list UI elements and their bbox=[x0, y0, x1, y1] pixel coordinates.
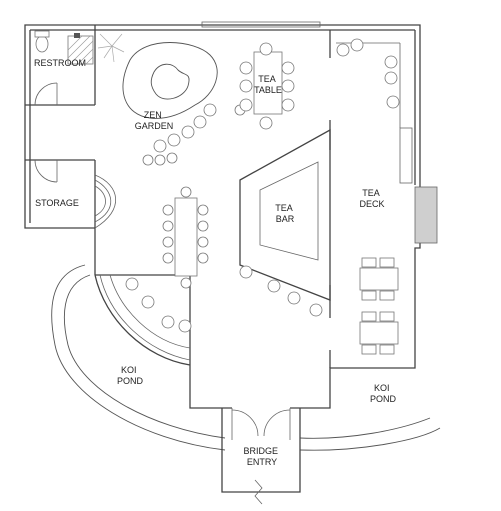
zen-garden-label: ZEN GARDEN bbox=[135, 110, 174, 131]
tea-deck-label-line1: TEA bbox=[362, 188, 380, 198]
communal-table bbox=[162, 186, 209, 289]
stepping-stones bbox=[142, 103, 246, 166]
floor-hatch bbox=[67, 35, 94, 65]
bridge-entry bbox=[221, 408, 301, 505]
koi-pond-right-label: KOI POND bbox=[370, 383, 397, 404]
bridge-entry-label-line1: BRIDGE bbox=[243, 446, 278, 456]
koi-pond-left bbox=[51, 264, 226, 451]
koi-pond-left-label-line2: POND bbox=[117, 376, 144, 386]
tea-table-label-line1: TEA bbox=[258, 74, 276, 84]
tea-deck-label-line2: DECK bbox=[359, 199, 384, 209]
storage-label: STORAGE bbox=[35, 198, 79, 208]
tea-bar-label: TEA BAR bbox=[275, 203, 295, 224]
tea-bar bbox=[239, 128, 331, 317]
koi-pond-left-label: KOI POND bbox=[117, 365, 144, 386]
exterior-walls bbox=[24, 21, 438, 409]
tea-table-label: TEA TABLE bbox=[254, 74, 282, 95]
restroom-label: RESTROOM bbox=[34, 58, 86, 68]
tea-table-label-line2: TABLE bbox=[254, 85, 282, 95]
tea-bar-label-line2: BAR bbox=[276, 214, 295, 224]
plant-icon bbox=[97, 33, 125, 63]
koi-pond-right-label-line2: POND bbox=[370, 394, 397, 404]
curved-terrace bbox=[94, 174, 192, 366]
restroom-fixtures bbox=[34, 30, 94, 65]
tea-deck-furniture bbox=[336, 38, 401, 355]
koi-pond-left-label-line1: KOI bbox=[121, 365, 137, 375]
zen-garden-label-line1: ZEN bbox=[144, 110, 162, 120]
tea-table bbox=[239, 42, 295, 130]
zen-garden-label-line2: GARDEN bbox=[135, 121, 174, 131]
zen-garden bbox=[97, 33, 246, 166]
koi-pond-right bbox=[299, 417, 441, 451]
koi-pond-right-label-line1: KOI bbox=[374, 383, 390, 393]
bridge-entry-label: BRIDGE ENTRY bbox=[243, 446, 280, 467]
tea-bar-label-line1: TEA bbox=[275, 203, 293, 213]
tea-deck-label: TEA DECK bbox=[359, 188, 384, 209]
bridge-entry-label-line2: ENTRY bbox=[247, 457, 277, 467]
